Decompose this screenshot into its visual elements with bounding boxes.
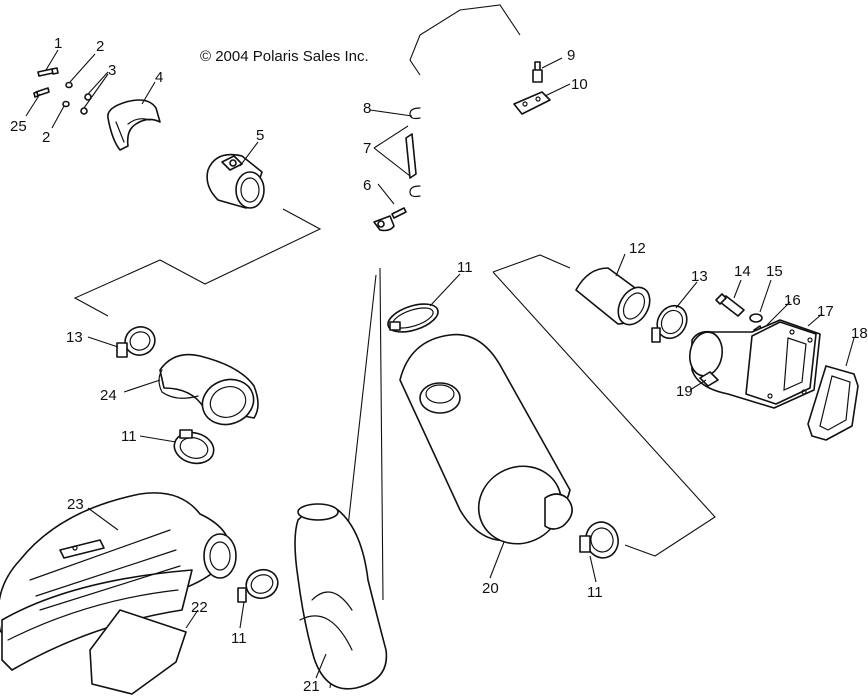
part-5-sleeve: [206, 153, 265, 209]
part-25-bolt: [33, 87, 50, 98]
callout-16: 16: [784, 292, 801, 309]
callout-6: 6: [363, 177, 371, 194]
part-6-clamp: [373, 207, 407, 232]
part-3-nuts: [80, 93, 92, 115]
callout-7: 7: [363, 140, 371, 157]
part-11-clamp-bottom-left: [237, 568, 279, 603]
callout-11-left: 11: [121, 428, 137, 445]
callout-1: 1: [54, 35, 62, 52]
callout-11-bottom-left: 11: [231, 630, 247, 647]
part-8-clips: [409, 107, 421, 198]
callout-14: 14: [734, 263, 751, 280]
part-7-rods: [405, 133, 417, 179]
callout-15: 15: [766, 263, 783, 280]
part-14-bolt: [715, 293, 745, 317]
part-22-gasket: [89, 609, 187, 695]
part-9-screw: [532, 61, 543, 83]
part-20-muffler: [399, 333, 573, 545]
part-11-clamp-bottom-right: [579, 521, 619, 559]
part-24-elbow-hose: [158, 353, 259, 426]
callout-22: 22: [191, 599, 208, 616]
callout-19: 19: [676, 383, 693, 400]
part-21-flex-hose: [294, 503, 388, 690]
callout-13-left: 13: [66, 329, 83, 346]
part-1-bolt: [37, 67, 59, 77]
callout-23: 23: [67, 496, 84, 513]
assembly-boundary-lines: [73, 4, 716, 689]
callout-20: 20: [482, 580, 499, 597]
callout-3: 3: [108, 62, 116, 79]
callout-17: 17: [817, 303, 834, 320]
callout-18: 18: [851, 325, 868, 342]
callout-21: 21: [303, 678, 320, 695]
callout-25: 25: [10, 118, 27, 135]
callout-12: 12: [629, 240, 646, 257]
callout-2-lower: 2: [42, 129, 50, 146]
part-2-washer-bottom: [62, 100, 70, 108]
part-17-outlet-housing: [688, 319, 821, 409]
part-13-clamp-right: [651, 304, 688, 343]
copyright-text: © 2004 Polaris Sales Inc.: [200, 48, 369, 65]
part-15-washer: [749, 313, 763, 323]
part-10-bracket-plate: [513, 91, 551, 115]
callout-24: 24: [100, 387, 117, 404]
callout-11-bottom-right: 11: [587, 584, 603, 601]
part-2-washer-top: [65, 81, 73, 89]
callout-9: 9: [567, 47, 575, 64]
callout-labels: 1 2 3 4 25 2 5 6 7 8 9 10 11 12 13 14 15…: [10, 35, 868, 695]
part-11-clamp-top: [387, 303, 439, 333]
part-18-gasket: [807, 365, 859, 441]
callout-10: 10: [571, 76, 588, 93]
part-12-tube: [575, 267, 651, 326]
callout-2: 2: [96, 38, 104, 55]
callout-11-top: 11: [457, 259, 473, 276]
callout-8: 8: [363, 100, 371, 117]
part-23-manifold: [0, 492, 237, 671]
callout-leaders: [25, 49, 855, 679]
part-4-bracket: [107, 99, 161, 151]
part-11-clamp-left: [173, 429, 215, 465]
callout-13-right: 13: [691, 268, 708, 285]
callout-5: 5: [256, 127, 264, 144]
part-13-clamp-left: [116, 326, 156, 358]
callout-4: 4: [155, 69, 163, 86]
